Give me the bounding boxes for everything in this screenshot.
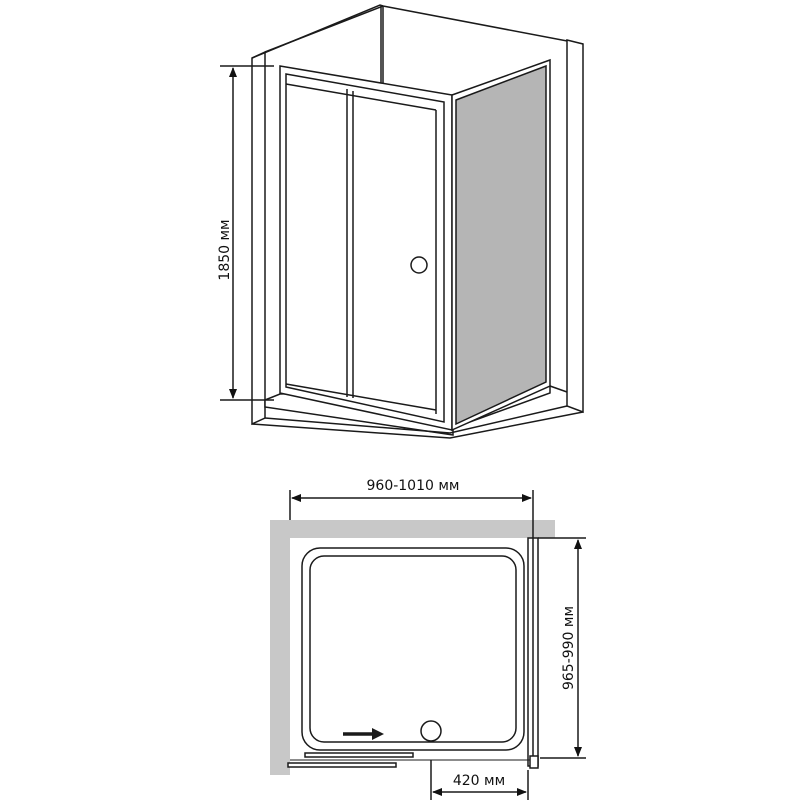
height-dimension: [220, 65, 274, 401]
room-walls: [251, 4, 584, 426]
door-offset-dimension: [430, 760, 529, 800]
width-label: 960-1010 мм: [367, 478, 460, 494]
sliding-door-frame: [279, 65, 453, 431]
drain-icon: [420, 720, 442, 742]
height-label: 1850 мм: [217, 219, 233, 280]
elevation-view: [220, 4, 584, 439]
plan-view: [270, 490, 586, 800]
plan-sliding-doors: [287, 752, 530, 768]
plan-tray-outer: [301, 547, 525, 751]
fixed-side-panel: [451, 58, 551, 432]
door-offset-label: 420 мм: [453, 773, 505, 789]
depth-dimension: [538, 537, 586, 759]
width-dimension: [289, 490, 534, 540]
plan-tray-inner: [309, 555, 517, 743]
door-handle-icon: [410, 256, 428, 274]
depth-label: 965-990 мм: [561, 606, 577, 690]
